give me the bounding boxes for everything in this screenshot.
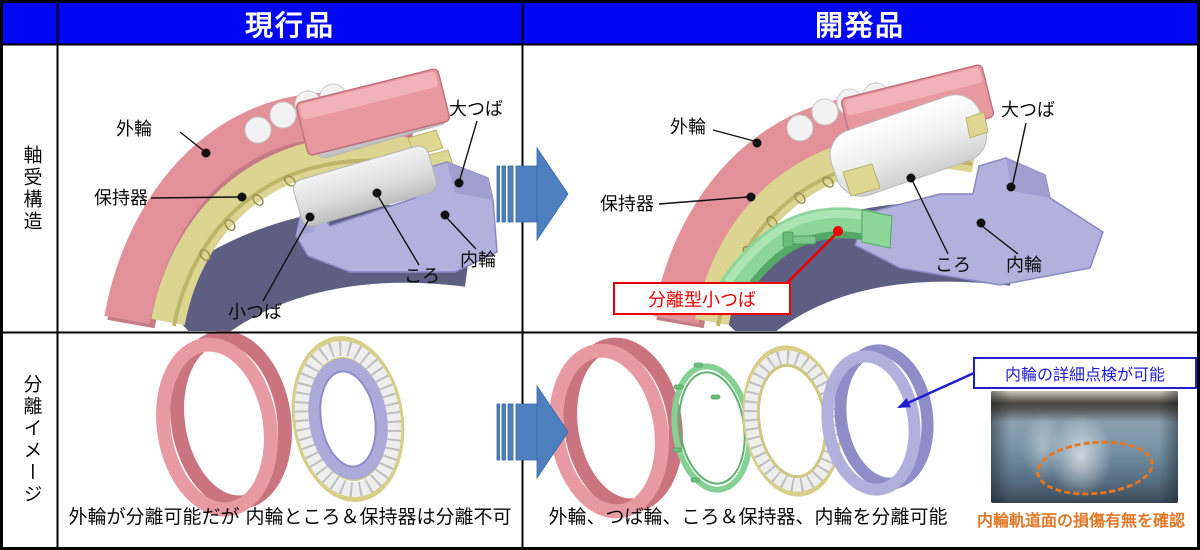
header-developed-product: 開発品: [814, 9, 905, 42]
cage-arc: [151, 135, 432, 326]
label-roller: ころ: [404, 266, 440, 287]
label-outer-ring: 外輪: [670, 117, 706, 138]
outer-ring-shade: [107, 97, 421, 329]
separable-rib-end: [861, 209, 893, 249]
roller-upper: [308, 81, 448, 159]
developed-separated-parts: [549, 337, 975, 519]
inspection-arrow-head: [897, 398, 911, 408]
rib-ring-bolts: [672, 362, 721, 483]
transform-arrow-separation: [496, 384, 569, 480]
roller-cage-assembly: [742, 345, 842, 497]
developed-leader-dots: [746, 138, 1016, 228]
label-inner-ring: 内輪: [1006, 255, 1042, 276]
cage-holes: [199, 175, 296, 262]
outer-ring-front: [549, 343, 669, 519]
cage-holes: [742, 176, 834, 259]
roller-lower: [292, 145, 438, 227]
outer-ring-front: [156, 337, 278, 517]
outer-ring-back: [170, 330, 292, 510]
transform-arrow-structure: [496, 146, 569, 242]
header-current-product: 現行品: [244, 9, 335, 42]
rib-bolt-head: [782, 231, 794, 248]
label-large-rib: 大つば: [1001, 100, 1055, 121]
large-rib-face: [447, 162, 493, 200]
separable-rib-arc: [720, 207, 879, 295]
label-roller: ころ: [935, 255, 971, 276]
outer-ring-back: [563, 337, 683, 513]
outer-ring-arc: [104, 92, 418, 325]
label-cage: 保持器: [94, 188, 148, 209]
label-large-rib: 大つば: [449, 99, 503, 120]
current-leader-dots: [201, 148, 464, 222]
inspection-arrow-line: [898, 371, 975, 409]
label-outer-ring: 外輪: [116, 119, 152, 140]
rib-bolt: [791, 235, 817, 245]
inner-ring-inspection-callout: 内輪の詳細点検が可能: [973, 357, 1197, 389]
developed-leader-lines: [658, 122, 1027, 255]
row-label-bearing-structure: 軸受構造: [20, 144, 43, 233]
inner-ring-cage-assembly: [291, 336, 405, 502]
roller-large: [829, 94, 988, 197]
outer-ring-cut-face: [295, 68, 451, 156]
raceway-damage-caption: 内輪軌道面の損傷有無を確認: [976, 511, 1185, 530]
separable-small-rib-callout: 分離型小つば: [613, 282, 791, 315]
developed-separation-caption: 外輪、つば輪、ころ＆保持器、内輪を分離可能: [548, 506, 948, 528]
large-rib-face: [1006, 158, 1050, 198]
current-separation-caption: 外輪が分離可能だが 内輪ところ＆保持器は分離不可: [68, 506, 512, 528]
row-label-separation-image: 分離イメージ: [20, 373, 43, 506]
current-separated-parts: [156, 330, 405, 517]
inner-ring-front: [821, 350, 921, 496]
label-small-rib: 小つば: [228, 302, 282, 323]
current-bearing-cross-section: [104, 68, 498, 331]
outer-ring-cut-face: [840, 64, 995, 152]
separable-rib-leader-dot: [833, 226, 843, 236]
label-cage: 保持器: [600, 194, 654, 215]
label-inner-ring: 内輪: [460, 250, 496, 271]
separable-rib-leader-line: [785, 231, 839, 285]
inner-ring-back: [834, 344, 934, 490]
rib-ring: [671, 363, 753, 493]
small-rib-face: [296, 204, 318, 236]
inner-ring-body: [854, 157, 1104, 286]
